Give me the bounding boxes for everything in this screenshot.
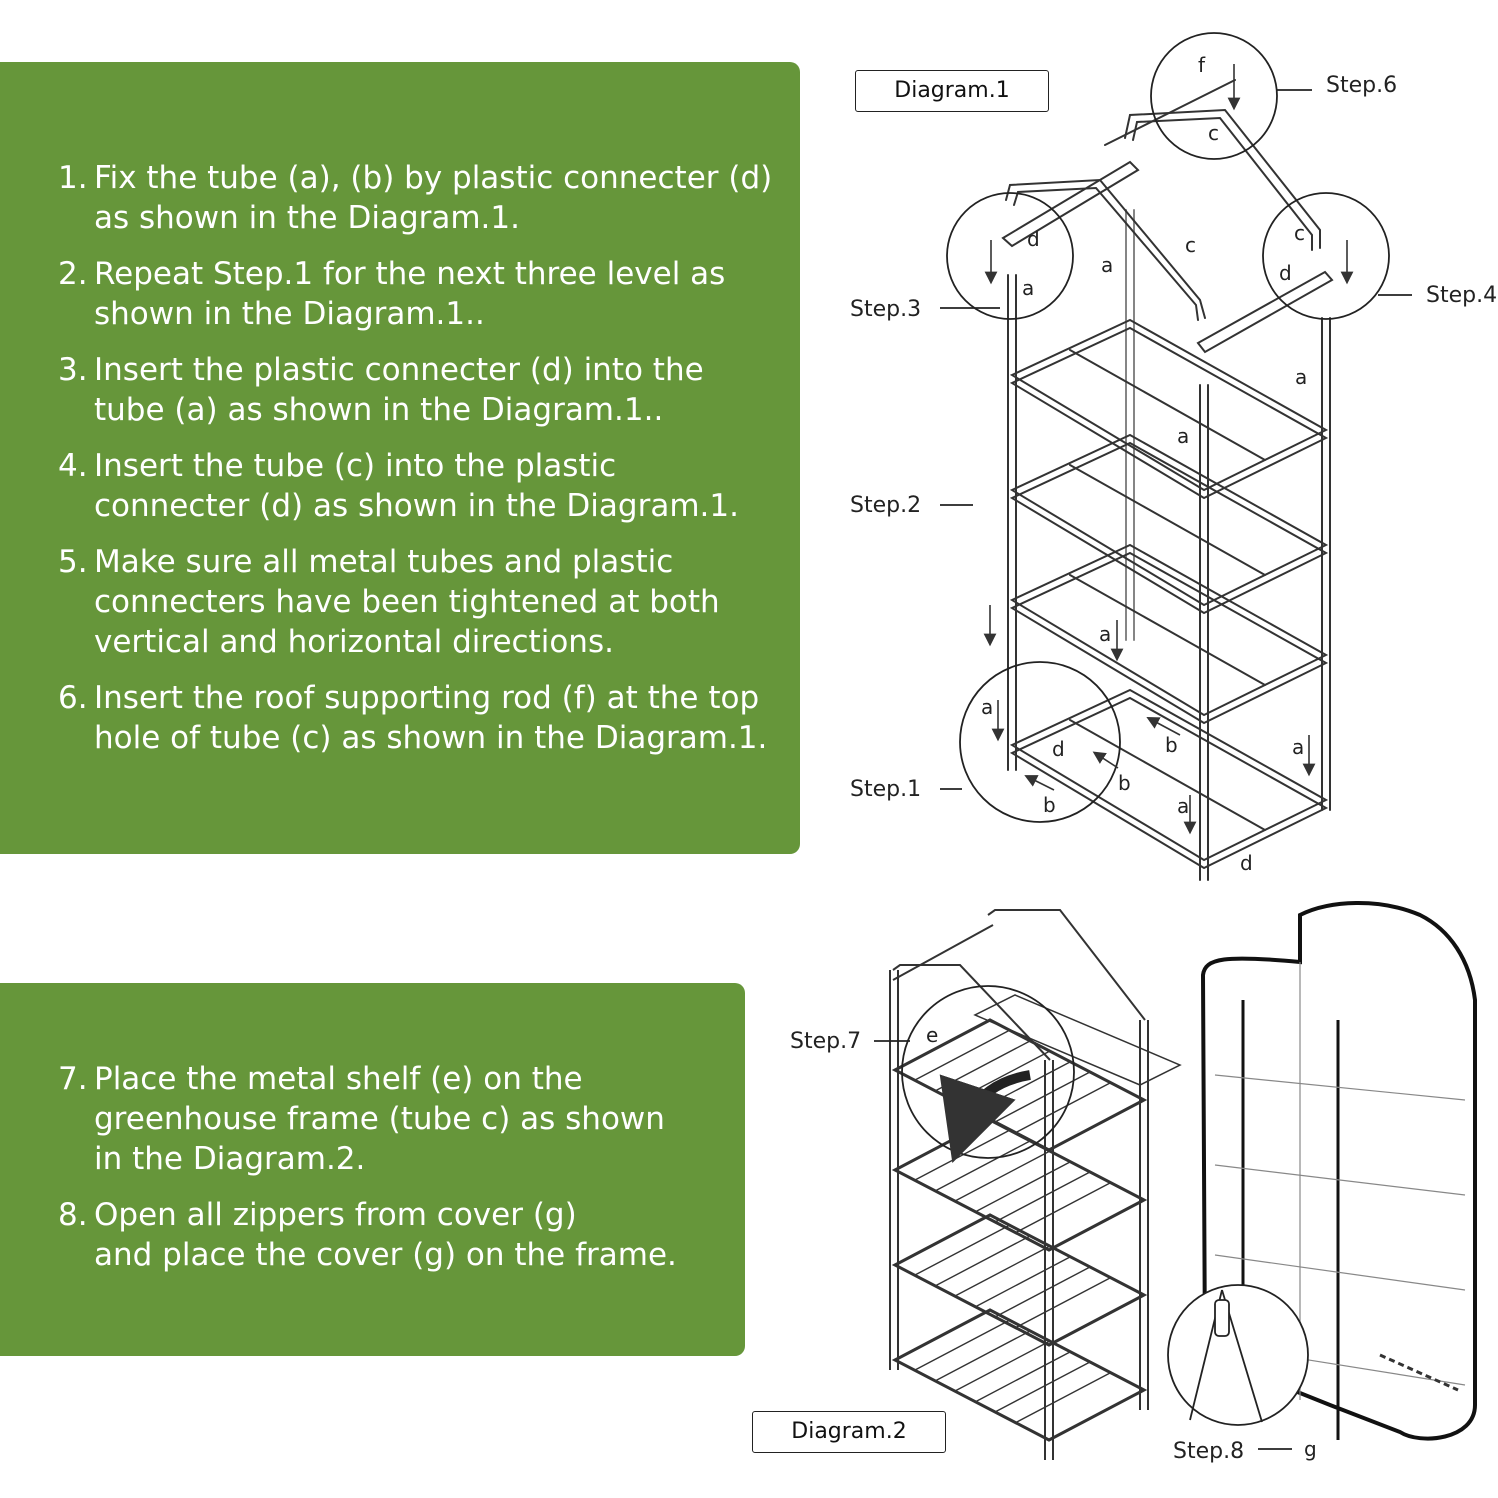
step-line: and place the cover (g) on the frame.: [94, 1237, 677, 1273]
diagram-2-frame: [889, 909, 1182, 1460]
instructions-panel-2: 7.Place the metal shelf (e) on the greenh…: [0, 983, 745, 1356]
step-line: Insert the tube (c) into the plastic: [94, 448, 617, 484]
part-letter-b: b: [1165, 733, 1178, 757]
diagram-2-callout: [874, 985, 1075, 1163]
step-number: 3.: [58, 352, 88, 388]
step-4-label: Step.4: [1426, 283, 1497, 308]
diagram-1-frame: [1001, 79, 1334, 881]
step-6-label: Step.6: [1326, 73, 1397, 98]
diagram-2-label: Diagram.2: [752, 1411, 946, 1453]
step-line: Open all zippers from cover (g): [94, 1197, 577, 1233]
part-letter-b: b: [1118, 771, 1131, 795]
step-line: Place the metal shelf (e) on the: [94, 1061, 583, 1097]
diagram-1-callouts: [940, 32, 1412, 823]
part-letter-a: a: [1292, 735, 1304, 759]
part-letter-a: a: [981, 695, 993, 719]
part-letter-a: a: [1295, 365, 1307, 389]
step-line: Repeat Step.1 for the next three level a…: [94, 256, 726, 292]
step-8-label: Step.8: [1173, 1439, 1244, 1464]
step-number: 4.: [58, 448, 88, 484]
part-letter-c: c: [1208, 121, 1219, 145]
step-item-3: 3.Insert the plastic connecter (d) into …: [58, 350, 778, 430]
step-line: vertical and horizontal directions.: [94, 624, 614, 660]
part-letter-a: a: [1177, 794, 1189, 818]
step-line: connecter (d) as shown in the Diagram.1.: [94, 488, 739, 524]
step-line: shown in the Diagram.1..: [94, 296, 485, 332]
step-7-label: Step.7: [790, 1029, 861, 1054]
part-letter-c: c: [1185, 233, 1196, 257]
step-line: Make sure all metal tubes and plastic: [94, 544, 674, 580]
step-number: 8.: [58, 1197, 88, 1233]
step-line: as shown in the Diagram.1.: [94, 200, 520, 236]
diagram-1-label: Diagram.1: [855, 70, 1049, 112]
diagram-1-part-letters: f c c c d d a a a a a a a a d d b b b: [981, 53, 1307, 875]
part-letter-c: c: [1294, 221, 1305, 245]
step-number: 5.: [58, 544, 88, 580]
zipper-callout: [1167, 1284, 1309, 1450]
instructions-panel-1: 1.Fix the tube (a), (b) by plastic conne…: [0, 62, 800, 854]
step-item-2: 2.Repeat Step.1 for the next three level…: [58, 254, 778, 334]
step-item-7: 7.Place the metal shelf (e) on the greenh…: [58, 1059, 718, 1179]
step-line: Insert the roof supporting rod (f) at th…: [94, 680, 760, 716]
step-1-label: Step.1: [850, 777, 921, 802]
step-item-5: 5.Make sure all metal tubes and plastic c…: [58, 542, 778, 662]
step-line: Insert the plastic connecter (d) into th…: [94, 352, 704, 388]
step-2-label: Step.2: [850, 493, 921, 518]
step-item-1: 1.Fix the tube (a), (b) by plastic conne…: [58, 158, 778, 238]
diagram-2-text: Step.7 Step.8 e g: [790, 1023, 1317, 1464]
step-line: hole of tube (c) as shown in the Diagram…: [94, 720, 768, 756]
diagram-1-step-labels: Step.6 Step.4 Step.3 Step.2 Step.1: [850, 73, 1497, 802]
part-letter-d: d: [1052, 737, 1065, 761]
part-letter-d: d: [1240, 851, 1253, 875]
step-number: 2.: [58, 256, 88, 292]
step-line: in the Diagram.2.: [94, 1141, 366, 1177]
step-3-label: Step.3: [850, 297, 921, 322]
step-number: 1.: [58, 160, 88, 196]
step-item-8: 8.Open all zippers from cover (g) and pla…: [58, 1195, 718, 1275]
step-item-6: 6.Insert the roof supporting rod (f) at …: [58, 678, 778, 758]
part-letter-a: a: [1099, 622, 1111, 646]
part-letter-e: e: [926, 1023, 938, 1047]
diagram-1-arrows: [983, 64, 1354, 835]
part-letter-g: g: [1304, 1437, 1317, 1461]
step-line: connecters have been tightened at both: [94, 584, 720, 620]
step-line: tube (a) as shown in the Diagram.1..: [94, 392, 664, 428]
step-number: 6.: [58, 680, 88, 716]
step-line: greenhouse frame (tube c) as shown: [94, 1101, 665, 1137]
step-list-1: 1.Fix the tube (a), (b) by plastic conne…: [58, 158, 778, 774]
part-letter-a: a: [1177, 424, 1189, 448]
step-number: 7.: [58, 1061, 88, 1097]
part-letter-b: b: [1043, 793, 1056, 817]
part-letter-a: a: [1022, 276, 1034, 300]
part-letter-d: d: [1027, 227, 1040, 251]
step-list-2: 7.Place the metal shelf (e) on the greenh…: [58, 1059, 718, 1291]
part-letter-d: d: [1279, 261, 1292, 285]
part-letter-f: f: [1198, 53, 1206, 77]
part-letter-a: a: [1101, 253, 1113, 277]
step-item-4: 4.Insert the tube (c) into the plastic co…: [58, 446, 778, 526]
step-line: Fix the tube (a), (b) by plastic connect…: [94, 160, 773, 196]
